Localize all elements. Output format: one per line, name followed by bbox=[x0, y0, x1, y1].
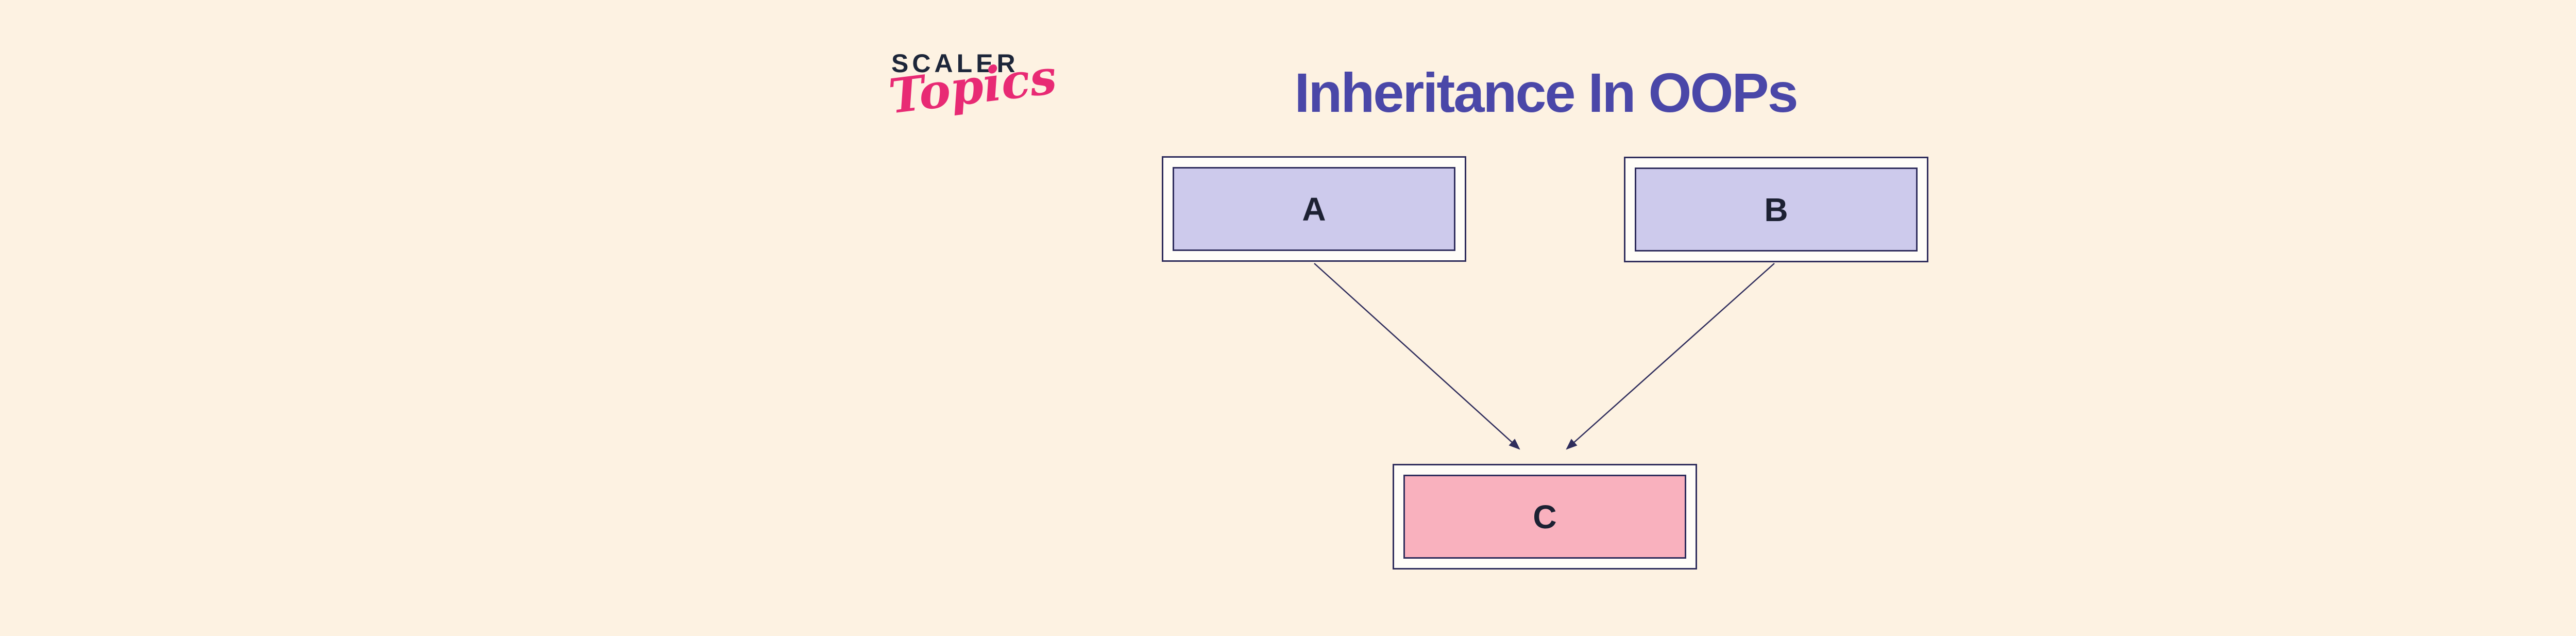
class-a-node: A bbox=[1162, 156, 1466, 262]
arrow-b-to-c bbox=[1566, 263, 1775, 450]
class-a-node-inner: A bbox=[1173, 167, 1455, 251]
class-c-node-inner: C bbox=[1403, 475, 1686, 559]
logo-scaler-text: SCALER bbox=[891, 49, 1019, 78]
arrow-a-to-c bbox=[1314, 263, 1520, 450]
class-c-label: C bbox=[1533, 498, 1557, 535]
scaler-topics-logo: SCALER Topics bbox=[886, 49, 1059, 125]
page-title: Inheritance In OOPs bbox=[1294, 61, 1798, 124]
class-b-label: B bbox=[1764, 191, 1788, 228]
class-b-node-inner: B bbox=[1635, 168, 1918, 252]
class-b-node: B bbox=[1624, 157, 1928, 262]
class-a-label: A bbox=[1302, 190, 1326, 228]
class-c-node: C bbox=[1393, 464, 1697, 570]
